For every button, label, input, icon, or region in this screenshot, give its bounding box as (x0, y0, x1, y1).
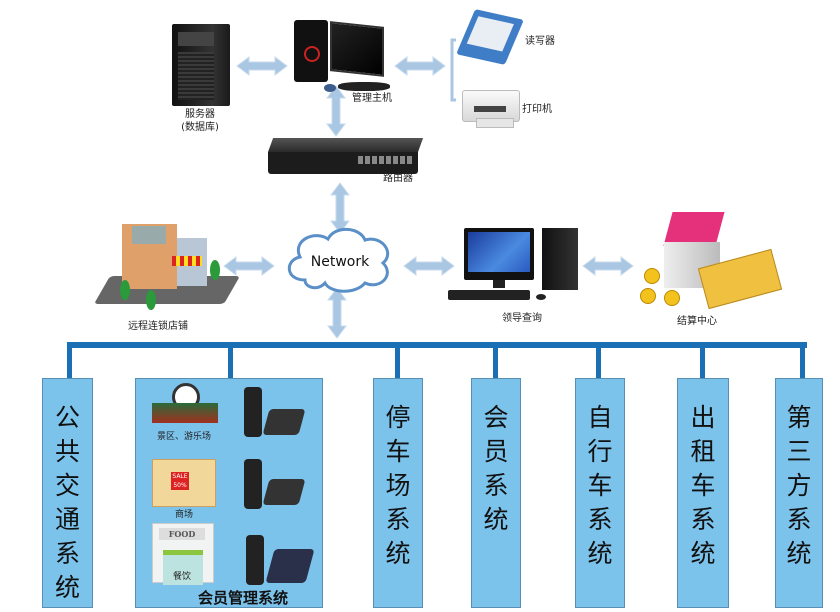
pos-terminal-icon (262, 409, 306, 435)
arrow-network-leader (403, 256, 455, 276)
amusement-park-icon (150, 383, 220, 423)
bicycle-system-box: 自行车系统 (575, 378, 625, 608)
taxi-system-box: 出租车系统 (677, 378, 729, 608)
handheld-pos-icon (244, 387, 262, 437)
arrow-host-peripherals (394, 56, 446, 76)
sale-sign: SALE 50% (171, 472, 189, 490)
pos-terminal-icon (262, 479, 306, 505)
server-sublabel: (数据库) (181, 122, 219, 133)
arrow-server-host (236, 56, 288, 76)
arrow-network-bus (327, 287, 347, 339)
public-transport-label: 公共交通系统 (55, 403, 81, 602)
printer-label: 打印机 (522, 104, 552, 115)
member-management-box: 景区、游乐场 SALE 50% 商场 FOOD 餐饮 会员管理系统 (135, 378, 323, 608)
network-cloud-icon (287, 227, 390, 293)
server-icon (172, 24, 230, 106)
network-label: Network (310, 254, 370, 270)
cash-register-icon (265, 549, 315, 583)
restaurant-icon: FOOD (152, 523, 214, 585)
mall-label: 商场 (174, 510, 194, 520)
arrow-leader-settlement (582, 256, 634, 276)
settlement-label: 结算中心 (677, 316, 717, 327)
printer-icon (462, 86, 520, 128)
food-sign: FOOD (159, 528, 205, 540)
taxi-label: 出租车系统 (690, 403, 716, 568)
reader-label: 读写器 (525, 36, 555, 47)
public-transport-system-box: 公共交通系统 (42, 378, 93, 608)
server-label: 服务器 (185, 109, 215, 120)
mall-icon: SALE 50% (152, 459, 216, 507)
host-label: 管理主机 (352, 93, 392, 104)
settlement-house-money-icon (640, 212, 783, 312)
handheld-pos-icon (244, 459, 262, 509)
bus-drop (67, 342, 72, 378)
dining-label: 餐饮 (172, 572, 192, 582)
third-party-label: 第三方系统 (786, 403, 812, 568)
parking-system-box: 停车场系统 (373, 378, 423, 608)
host-computer-icon (294, 20, 394, 95)
leader-computer-icon (448, 228, 580, 308)
member-management-title: 会员管理系统 (198, 589, 289, 607)
bus-drop (700, 342, 705, 378)
parking-label: 停车场系统 (385, 403, 411, 568)
bus-drop (800, 342, 805, 378)
bus-drop (395, 342, 400, 378)
shop-label: 远程连锁店铺 (128, 321, 188, 332)
bus-drop (493, 342, 498, 378)
member-system-box: 会员系统 (471, 378, 521, 608)
third-party-system-box: 第三方系统 (775, 378, 823, 608)
scenic-label: 景区、游乐场 (156, 432, 212, 442)
chain-store-icon (93, 220, 241, 312)
router-label: 路由器 (383, 173, 413, 184)
bus-drop (596, 342, 601, 378)
peripheral-bracket (450, 38, 456, 102)
member-label: 会员系统 (483, 403, 509, 534)
bus-drop (228, 342, 233, 378)
leader-label: 领导查询 (502, 313, 542, 324)
router-icon (268, 138, 424, 188)
system-bus-line (67, 342, 807, 348)
handheld-pos-icon (246, 535, 264, 585)
bicycle-label: 自行车系统 (587, 403, 613, 568)
